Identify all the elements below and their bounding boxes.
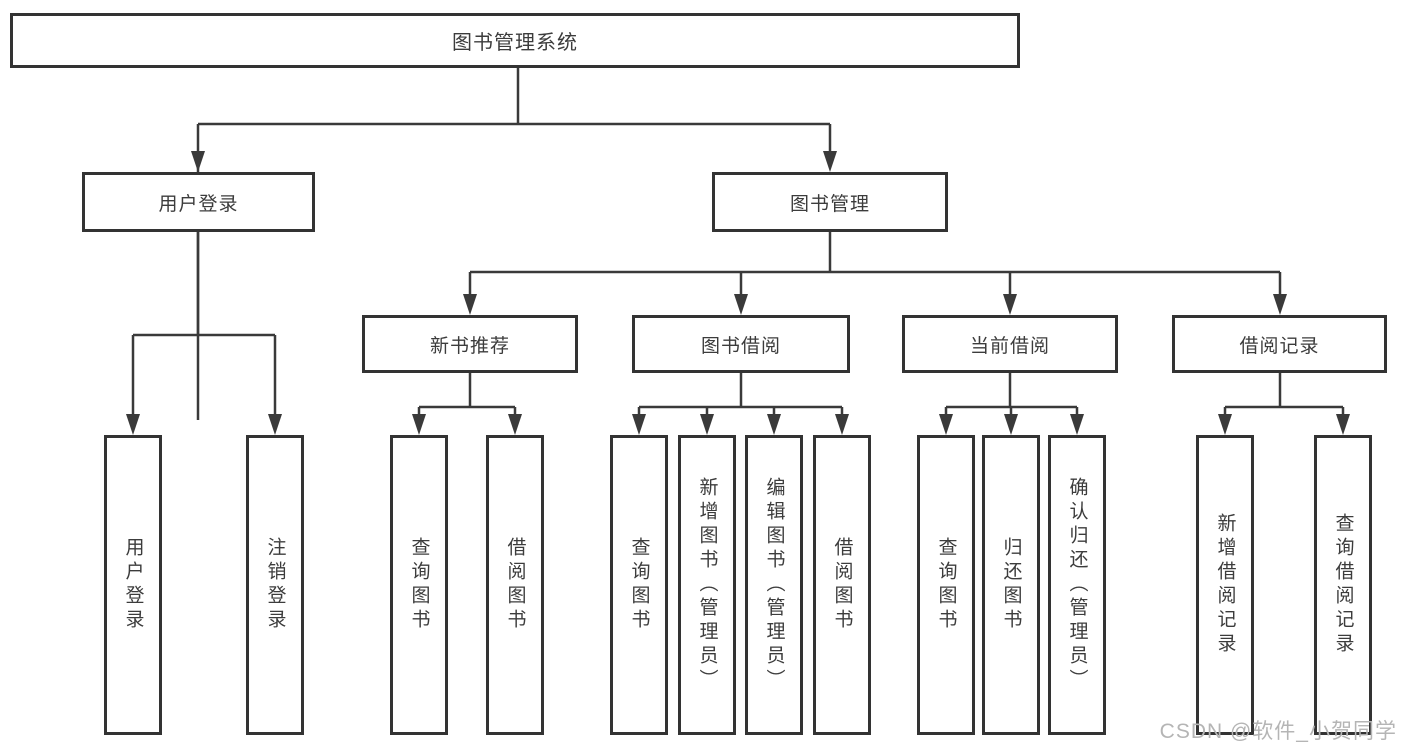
- node-label: 借阅图书: [831, 537, 853, 633]
- node-label: 借阅记录: [1239, 335, 1320, 357]
- node-borrowing-records: 借阅记录: [1172, 315, 1387, 373]
- arrowheads-down: [126, 151, 1350, 435]
- connector-currentborrow-to-leaves: [944, 373, 1079, 420]
- node-label: 注销登录: [264, 537, 286, 633]
- leaf-currentborrow-confirm-return-admin: 确认归还（管理员）: [1048, 435, 1106, 735]
- node-book-borrowing: 图书借阅: [632, 315, 850, 373]
- node-label: 确认归还（管理员）: [1066, 477, 1088, 693]
- node-label: 新书推荐: [429, 335, 510, 357]
- node-label: 编辑图书（管理员）: [763, 477, 785, 693]
- leaf-record-add-borrow-record: 新增借阅记录: [1196, 435, 1254, 735]
- node-current-borrowing: 当前借阅: [902, 315, 1118, 373]
- leaf-user-login: 用户登录: [104, 435, 162, 735]
- node-label: 新增图书（管理员）: [696, 477, 718, 693]
- node-label: 图书管理: [789, 193, 870, 215]
- leaf-bookborrow-query-book: 查询图书: [610, 435, 668, 735]
- node-user-login: 用户登录: [82, 172, 315, 232]
- node-label: 借阅图书: [504, 537, 526, 633]
- node-label: 当前借阅: [969, 335, 1050, 357]
- node-book-management: 图书管理: [712, 172, 948, 232]
- node-label: 图书管理系统: [452, 32, 578, 54]
- node-label: 查询图书: [408, 537, 430, 633]
- connector-userlogin-to-leaves: [131, 232, 277, 420]
- node-label: 归还图书: [1000, 537, 1022, 633]
- node-label: 查询借阅记录: [1332, 513, 1354, 657]
- leaf-currentborrow-return-book: 归还图书: [982, 435, 1040, 735]
- connector-bookmgmt-to-level3: [468, 232, 1282, 300]
- node-new-book-recommendation: 新书推荐: [362, 315, 578, 373]
- node-library-management-system: 图书管理系统: [10, 13, 1020, 68]
- connector-newbook-to-leaves: [417, 373, 517, 420]
- node-label: 查询图书: [935, 537, 957, 633]
- leaf-bookborrow-edit-book-admin: 编辑图书（管理员）: [745, 435, 803, 735]
- leaf-newbook-borrow-book: 借阅图书: [486, 435, 544, 735]
- leaf-bookborrow-borrow-book: 借阅图书: [813, 435, 871, 735]
- node-label: 图书借阅: [700, 335, 781, 357]
- leaf-logout: 注销登录: [246, 435, 304, 735]
- leaf-record-query-borrow-record: 查询借阅记录: [1314, 435, 1372, 735]
- node-label: 用户登录: [158, 193, 239, 215]
- node-label: 用户登录: [122, 537, 144, 633]
- node-label: 查询图书: [628, 537, 650, 633]
- leaf-bookborrow-add-book-admin: 新增图书（管理员）: [678, 435, 736, 735]
- node-label: 新增借阅记录: [1214, 513, 1236, 657]
- connector-borrowrecord-to-leaves: [1223, 373, 1345, 420]
- leaf-newbook-query-book: 查询图书: [390, 435, 448, 735]
- connector-root-to-level2: [196, 68, 832, 420]
- connector-bookborrow-to-leaves: [637, 373, 844, 420]
- leaf-currentborrow-query-book: 查询图书: [917, 435, 975, 735]
